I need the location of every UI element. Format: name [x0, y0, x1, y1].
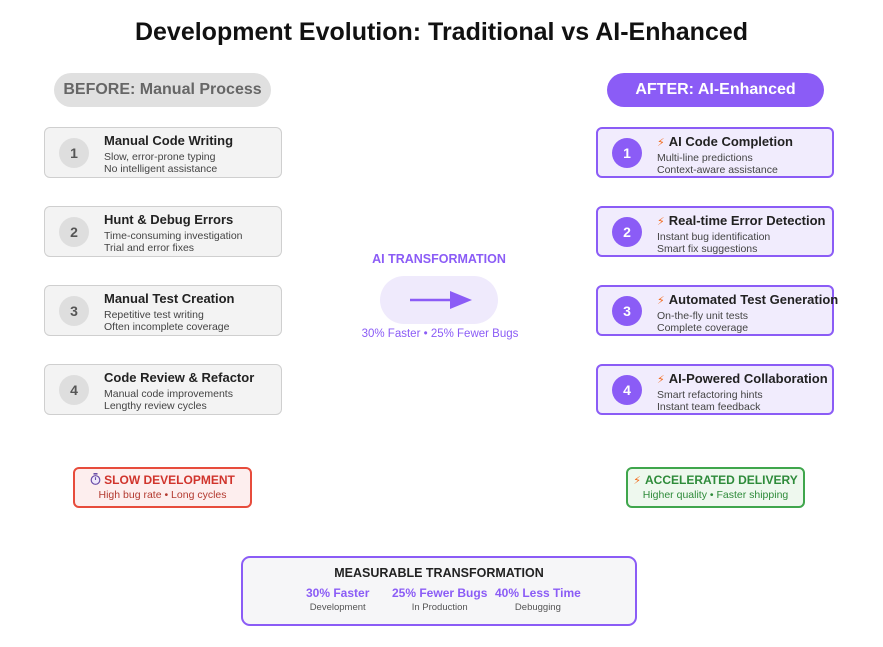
step-description: Smart fix suggestions — [657, 243, 758, 255]
step-title: Code Review & Refactor — [104, 370, 255, 385]
lightning-icon: ⚡ — [633, 475, 642, 487]
transformation-subtitle: 30% Faster • 25% Fewer Bugs — [361, 328, 519, 340]
lightning-icon: ⚡ — [657, 216, 665, 228]
step-description: Manual code improvements — [104, 388, 233, 400]
metric-label: Development — [309, 602, 366, 613]
step-description: Often incomplete coverage — [104, 321, 230, 333]
step-title: Manual Code Writing — [104, 133, 234, 148]
step-description: Complete coverage — [657, 322, 749, 334]
after-step-4: 4 ⚡AI-Powered Collaboration Smart refact… — [596, 364, 834, 415]
step-description: Instant bug identification — [657, 231, 771, 243]
before-step-2: 2 Hunt & Debug Errors Time-consuming inv… — [44, 206, 282, 257]
step-number: 3 — [612, 296, 642, 326]
step-description: Time-consuming investigation — [104, 230, 243, 242]
diagram-title: Development Evolution: Traditional vs AI… — [134, 18, 749, 46]
step-description: No intelligent assistance — [104, 163, 218, 175]
step-title: ⚡AI Code Completion — [657, 134, 793, 149]
right-arrow-icon — [410, 291, 472, 309]
step-number: 4 — [59, 375, 89, 405]
timer-icon — [90, 473, 101, 485]
step-description: On-the-fly unit tests — [657, 310, 749, 322]
outcome-title: SLOW DEVELOPMENT — [75, 473, 250, 487]
metric-item: 30% Faster Development — [306, 586, 369, 613]
metric-item: 25% Fewer Bugs In Production — [392, 586, 487, 613]
metric-label: Debugging — [514, 602, 561, 613]
transformation-arrow — [380, 276, 498, 324]
after-step-2: 2 ⚡Real-time Error Detection Instant bug… — [596, 206, 834, 257]
outcome-subtitle: High bug rate • Long cycles — [98, 489, 227, 501]
slow-development-box: SLOW DEVELOPMENT High bug rate • Long cy… — [73, 467, 252, 508]
step-description: Slow, error-prone typing — [104, 151, 216, 163]
metrics-box: MEASURABLE TRANSFORMATION 30% Faster Dev… — [241, 556, 637, 626]
step-number: 3 — [59, 296, 89, 326]
step-number: 2 — [59, 217, 89, 247]
step-number: 1 — [59, 138, 89, 168]
before-step-3: 3 Manual Test Creation Repetitive test w… — [44, 285, 282, 336]
metric-value: 40% Less Time — [495, 586, 581, 600]
step-title: ⚡Real-time Error Detection — [657, 213, 826, 228]
metric-value: 30% Faster — [306, 586, 370, 600]
step-description: Lengthy review cycles — [104, 400, 207, 412]
metric-item: 40% Less Time Debugging — [495, 586, 581, 613]
metric-label: In Production — [411, 602, 468, 613]
step-number: 1 — [612, 138, 642, 168]
step-description: Repetitive test writing — [104, 309, 204, 321]
transformation-label: AI TRANSFORMATION — [372, 252, 506, 266]
metric-value: 25% Fewer Bugs — [392, 586, 488, 600]
step-number: 4 — [612, 375, 642, 405]
step-description: Context-aware assistance — [657, 164, 778, 176]
lightning-icon: ⚡ — [657, 374, 665, 386]
outcome-subtitle: Higher quality • Faster shipping — [642, 489, 789, 501]
accelerated-delivery-box: ⚡ACCELERATED DELIVERY Higher quality • F… — [626, 467, 805, 508]
before-step-1: 1 Manual Code Writing Slow, error-prone … — [44, 127, 282, 178]
step-title: ⚡AI-Powered Collaboration — [657, 371, 828, 386]
step-title: Manual Test Creation — [104, 291, 235, 306]
metrics-title: MEASURABLE TRANSFORMATION — [334, 566, 544, 580]
before-header: BEFORE: Manual Process — [54, 73, 271, 107]
step-title: ⚡Automated Test Generation — [657, 292, 839, 307]
after-step-1: 1 ⚡AI Code Completion Multi-line predict… — [596, 127, 834, 178]
step-description: Multi-line predictions — [657, 152, 753, 164]
lightning-icon: ⚡ — [657, 137, 665, 149]
step-description: Smart refactoring hints — [657, 389, 763, 401]
step-title: Hunt & Debug Errors — [104, 212, 234, 227]
step-description: Trial and error fixes — [104, 242, 195, 254]
lightning-icon: ⚡ — [657, 295, 665, 307]
step-number: 2 — [612, 217, 642, 247]
before-step-4: 4 Code Review & Refactor Manual code imp… — [44, 364, 282, 415]
step-description: Instant team feedback — [657, 401, 761, 413]
after-step-3: 3 ⚡Automated Test Generation On-the-fly … — [596, 285, 838, 336]
outcome-title: ⚡ACCELERATED DELIVERY — [633, 473, 798, 487]
after-header: AFTER: AI-Enhanced — [607, 73, 824, 107]
